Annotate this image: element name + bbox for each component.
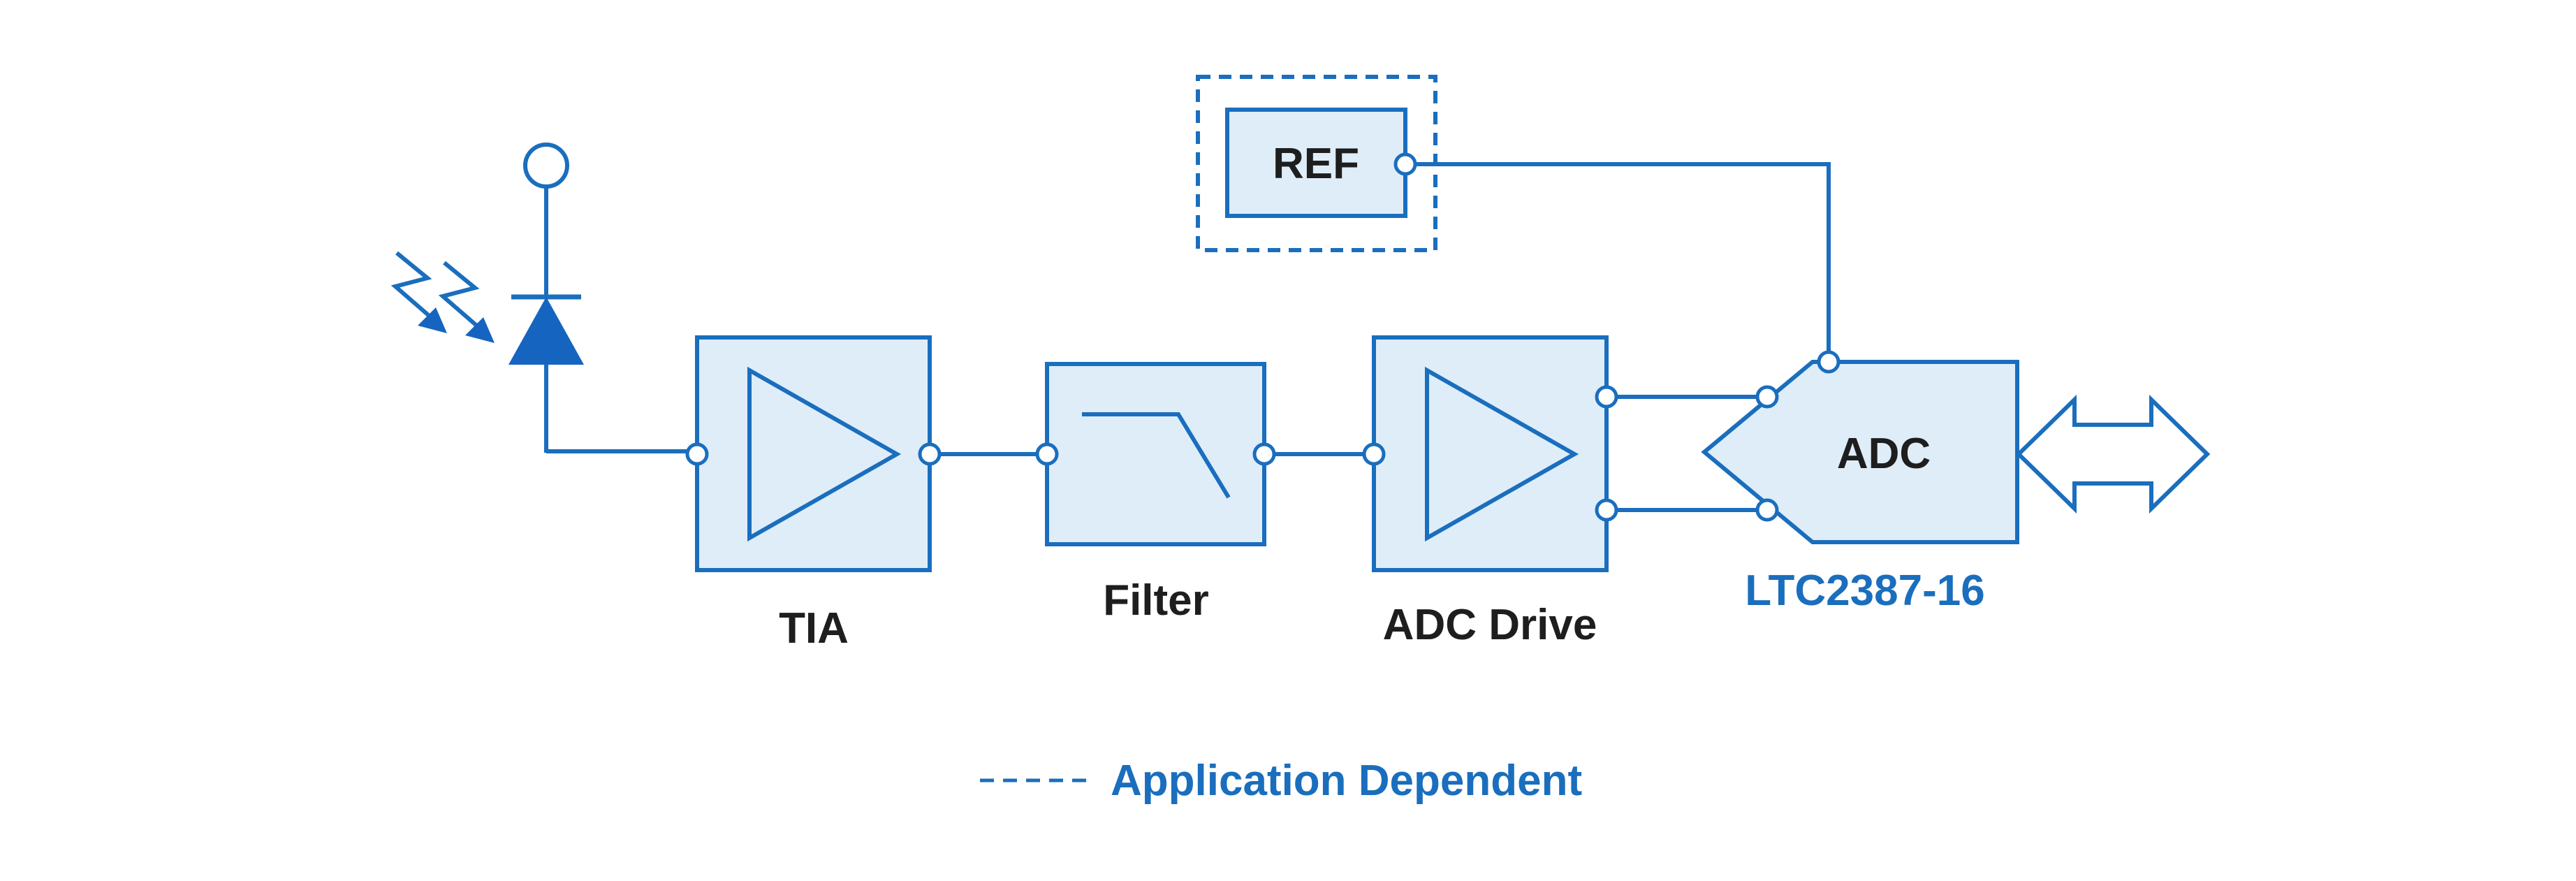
bidirectional-arrow-icon [2015,394,2211,514]
ref-output-pin [1393,152,1417,176]
tia-input-pin [685,442,709,466]
filter-input-pin [1035,442,1059,466]
lowpass-response-icon [1082,412,1231,499]
filter-label: Filter [1103,576,1209,625]
ref-label: REF [1273,140,1359,188]
amplifier-triangle-icon [747,366,902,542]
adc-drive-output-pin-top [1595,385,1618,409]
tia-output-pin [918,442,942,466]
adc-input-pin-bottom [1755,498,1779,522]
adc-drive-label: ADC Drive [1383,601,1597,649]
filter-block [1045,362,1266,546]
legend-dash-symbol: ----- [980,789,981,790]
adc-ref-pin [1817,350,1840,374]
adc-label: ADC [1837,430,1931,478]
filter-output-pin [1252,442,1276,466]
photodiode-icon [508,143,584,453]
adc-drive-output-pin-bottom [1595,498,1618,522]
amplifier-triangle-icon [1425,366,1579,542]
tia-label: TIA [779,604,849,653]
ref-to-adc-wire [1405,162,1831,362]
adc-block [1701,360,2019,544]
legend-text: Application Dependent [1111,757,1582,805]
adc-drive-input-pin [1362,442,1386,466]
tia-block [695,335,932,572]
light-arrows-icon [390,251,495,343]
adc-input-pin-top [1755,385,1779,409]
adc-part-number: LTC2387-16 [1745,567,1984,615]
